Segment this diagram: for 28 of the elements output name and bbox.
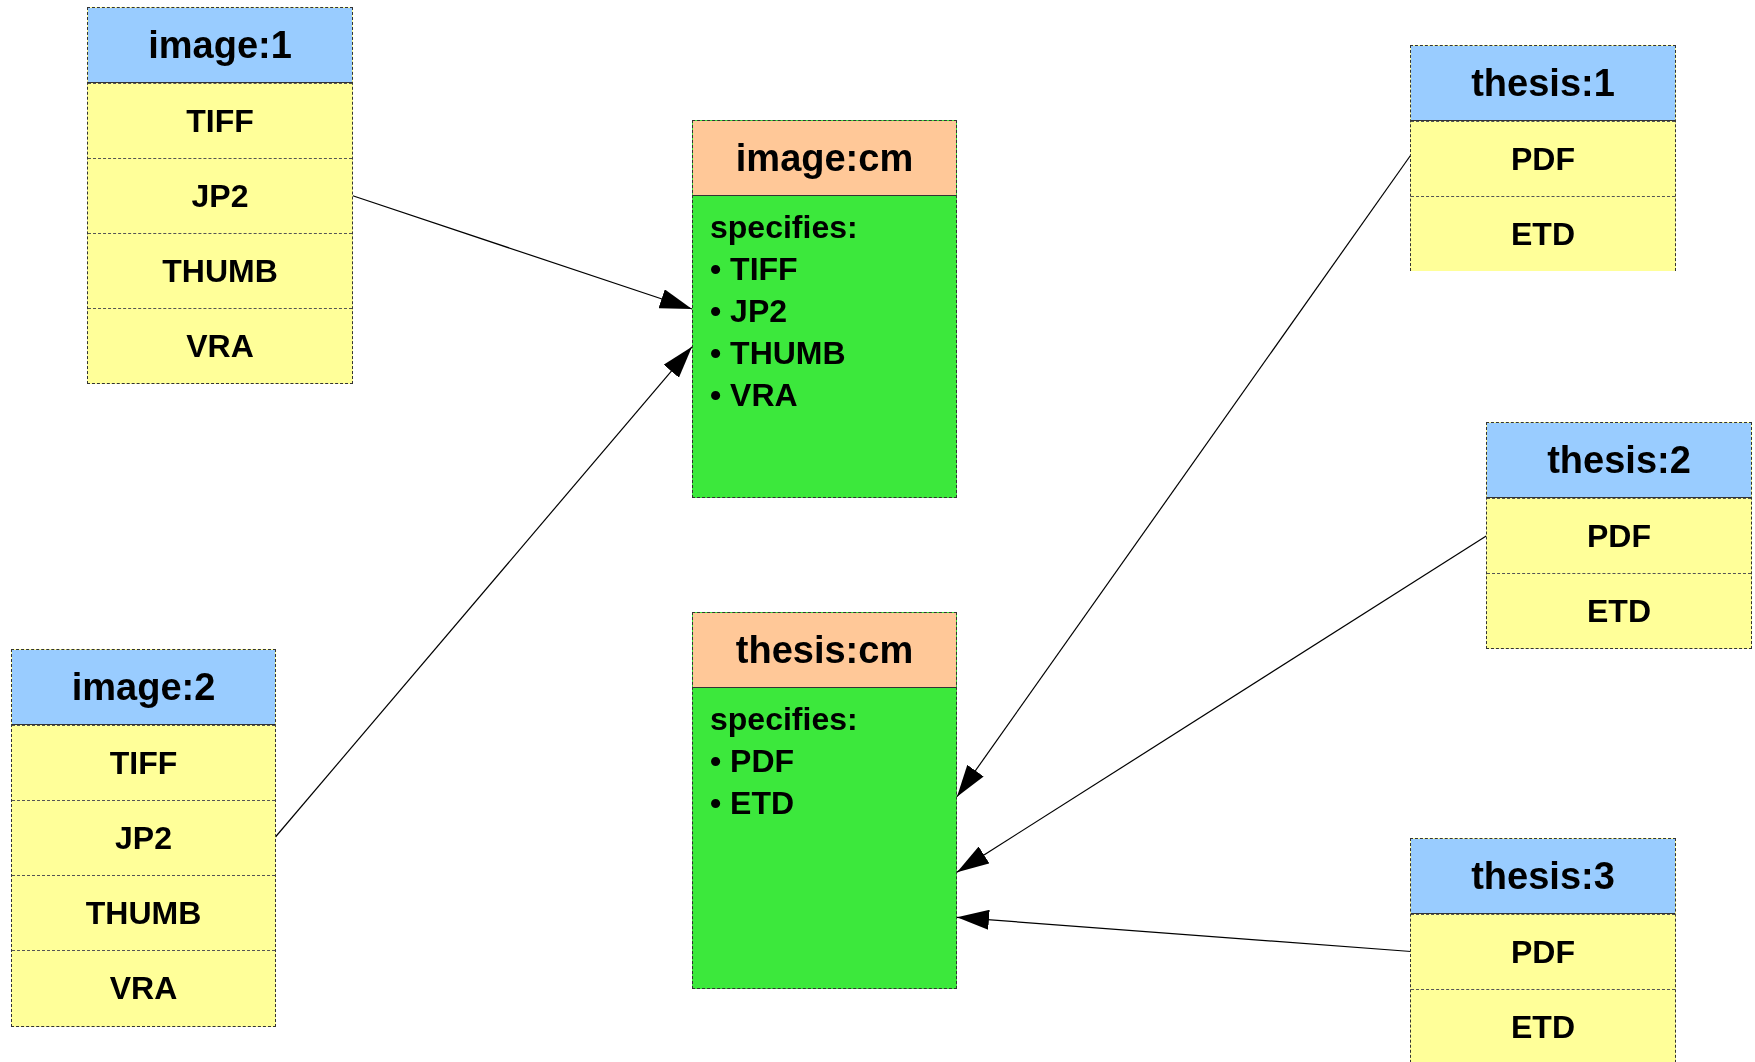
box-header: image:2 [12,650,275,725]
object-box [87,7,353,384]
box-header: thesis:3 [1411,839,1675,914]
box-header: thesis:2 [1487,423,1751,498]
content-model-box [692,612,957,989]
spec-text: • ETD [710,784,795,823]
spec-text: • JP2 [710,292,788,331]
box-header: thesis:1 [1411,46,1675,121]
arrow [956,154,1412,798]
arrow [274,346,693,839]
arrow [956,909,1412,953]
box-header: image:cm [693,121,956,196]
spec-text: • TIFF [710,250,798,289]
arrow [956,534,1488,873]
spec-text: specifies: [710,208,858,247]
arrow [351,194,693,310]
datastream-row: ETD [1411,196,1675,271]
spec-text: • PDF [710,742,795,781]
box-header: thesis:cm [693,613,956,688]
box-header: image:1 [88,8,352,83]
content-model-box [692,120,957,498]
object-box [11,649,276,1027]
spec-text: • VRA [710,376,798,415]
object-box [1410,838,1676,1062]
object-box [1486,422,1752,649]
object-box [1410,45,1676,271]
spec-text: specifies: [710,700,858,739]
spec-text: • THUMB [710,334,846,373]
